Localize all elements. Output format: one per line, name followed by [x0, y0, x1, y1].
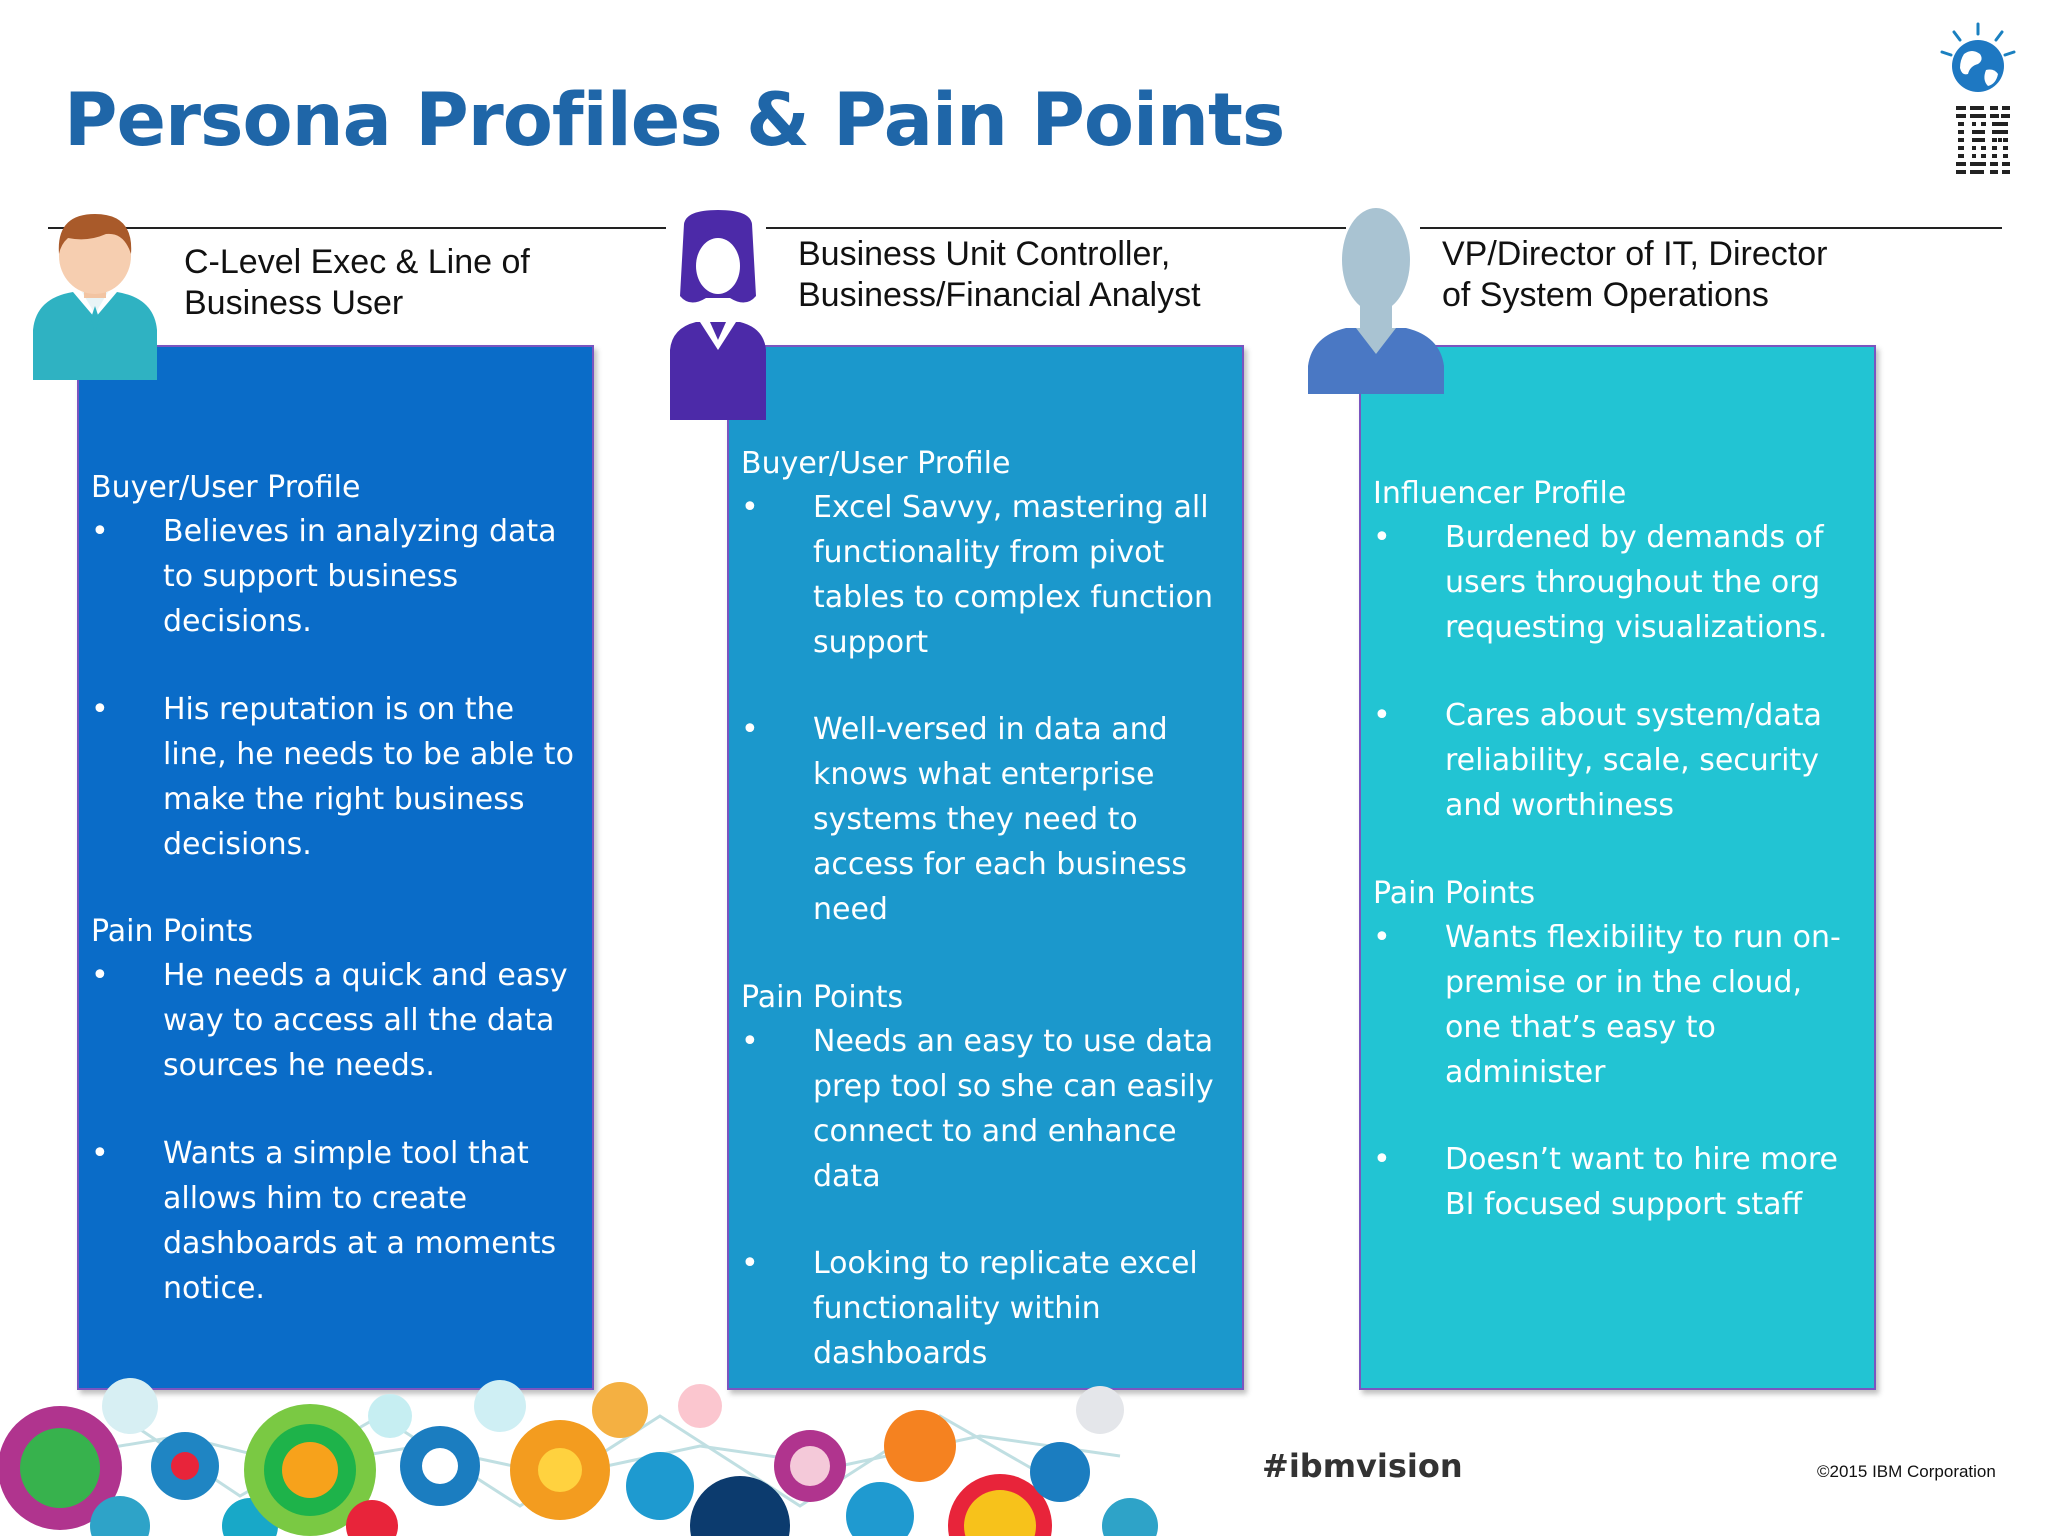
list-item: • Cares about system/data reliability, s… [1373, 693, 1862, 828]
bullet-dot: • [741, 1246, 759, 1281]
list-item: • Well-versed in data and knows what ent… [741, 707, 1230, 932]
persona-title: Business Unit Controller, Business/Finan… [798, 235, 1201, 314]
section-heading: Pain Points [741, 980, 904, 1015]
list-item: • Wants flexibility to run on-premise or… [1373, 915, 1862, 1095]
it-director-avatar-icon [1308, 208, 1444, 394]
bullet-dot: • [1373, 520, 1391, 555]
list-item: • Looking to replicate excel functionali… [741, 1241, 1230, 1376]
ibm-globe-logo-icon [1940, 22, 2016, 174]
bullet-dot: • [91, 692, 109, 727]
list-item: • Needs an easy to use data prep tool so… [741, 1019, 1230, 1199]
bullet-dot: • [91, 958, 109, 993]
divider-rule [766, 227, 1346, 229]
page-title: Persona Profiles & Pain Points [64, 78, 1285, 163]
section-heading: Influencer Profile [1373, 476, 1627, 511]
list-item: • Burdened by demands of users throughou… [1373, 515, 1862, 650]
list-item: • His reputation is on the line, he need… [91, 687, 580, 867]
list-item: • Wants a simple tool that allows him to… [91, 1131, 580, 1311]
list-item: • He needs a quick and easy way to acces… [91, 953, 580, 1088]
divider-rule [48, 227, 666, 229]
colorful-bubbles-graphic-icon [0, 1378, 1158, 1536]
list-item: • Doesn’t want to hire more BI focused s… [1373, 1137, 1862, 1227]
bullet-dot: • [1373, 1142, 1391, 1177]
copyright-notice: ©2015 IBM Corporation [1817, 1462, 1996, 1481]
persona-panel-c-level: Buyer/User Profile • Believes in analyzi… [77, 345, 594, 1390]
bullet-dot: • [741, 1024, 759, 1059]
bullet-dot: • [1373, 698, 1391, 733]
persona-title: C-Level Exec & Line of Business User [184, 243, 530, 322]
bullet-dot: • [1373, 920, 1391, 955]
bullet-dot: • [741, 712, 759, 747]
list-item: • Excel Savvy, mastering all functionali… [741, 485, 1230, 665]
section-heading: Pain Points [91, 914, 254, 949]
female-analyst-avatar-icon [670, 210, 766, 420]
hashtag-label: #ibmvision [1262, 1447, 1463, 1485]
bullet-dot: • [91, 514, 109, 549]
section-heading: Pain Points [1373, 876, 1536, 911]
persona-title: VP/Director of IT, Director of System Op… [1442, 235, 1828, 314]
persona-panel-it-director: Influencer Profile • Burdened by demands… [1359, 345, 1876, 1390]
section-heading: Buyer/User Profile [91, 470, 361, 505]
persona-panel-analyst: Buyer/User Profile • Excel Savvy, master… [727, 345, 1244, 1390]
list-item: • Believes in analyzing data to support … [91, 509, 580, 644]
bullet-dot: • [741, 490, 759, 525]
section-heading: Buyer/User Profile [741, 446, 1011, 481]
male-exec-avatar-icon [33, 214, 157, 380]
divider-rule [1420, 227, 2002, 229]
bullet-dot: • [91, 1136, 109, 1171]
